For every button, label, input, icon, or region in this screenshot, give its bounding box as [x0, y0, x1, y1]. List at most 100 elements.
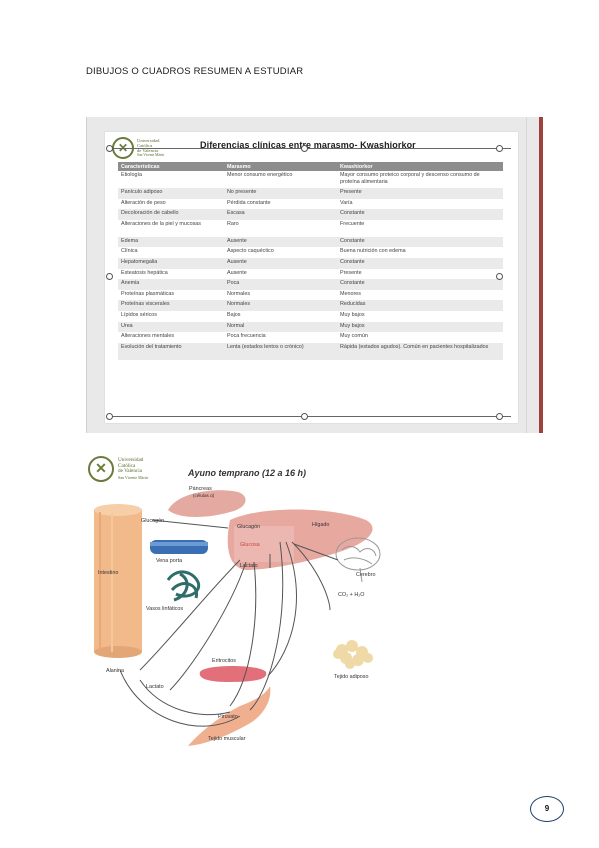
table-cell: Etiología [118, 171, 224, 188]
lymph-vessels-shape [166, 570, 201, 602]
slide-title: Diferencias clínicas entre marasmo- Kwas… [200, 140, 416, 150]
table-cell: Clínica [118, 247, 224, 258]
comparison-table: Características Marasmo Kwashiorkor Etio… [118, 162, 503, 360]
divider [526, 117, 527, 433]
logo-seal-icon: ✕ [88, 456, 114, 482]
label-glucagon-left: Glucagón [141, 518, 165, 524]
table-cell: Constante [337, 236, 503, 248]
table-cell: Proteínas viscerales [118, 300, 224, 311]
resize-handle[interactable] [496, 413, 503, 420]
label-glucose: Glucosa [240, 542, 260, 548]
logo-line: Universidad [118, 457, 144, 463]
fasting-diagram: ✕ Universidad Católica de Valencia San V… [80, 450, 400, 755]
label-adipose: Tejido adiposo [334, 674, 369, 680]
logo-line: San Vicente Mártir [118, 474, 149, 480]
table-cell: Alteraciones de la piel y mucosas [118, 219, 224, 237]
table-cell: Ausente [224, 268, 337, 280]
resize-handle[interactable] [106, 273, 113, 280]
table-cell: Constante [337, 209, 503, 220]
table-cell: Poca frecuencia [224, 332, 337, 343]
selection-frame-top [109, 148, 511, 149]
logo-line: de Valencia [118, 468, 142, 475]
table-cell: Pérdida constante [224, 198, 337, 210]
table-cell: Constante [337, 257, 503, 269]
table-cell: Frecuente [337, 219, 503, 237]
table-cell: Anemia [118, 279, 224, 290]
table-cell: Alteraciones mentales [118, 332, 224, 343]
label-alanine: Alanina [106, 668, 124, 674]
table-cell: Escasa [224, 209, 337, 220]
table-cell: Muy común [337, 332, 503, 343]
page-heading: DIBUJOS O CUADROS RESUMEN A ESTUDIAR [86, 66, 304, 77]
column-header: Características [118, 162, 224, 171]
table-cell: Ausente [224, 257, 337, 269]
table-cell: Evolución del tratamiento [118, 342, 224, 360]
table-cell: Mayor consumo proteico corporal y descen… [337, 171, 503, 188]
label-erythrocytes: Eritrocitos [212, 658, 236, 664]
label-lactate-bottom: Lactato [146, 684, 164, 690]
table-cell: Menores [337, 289, 503, 301]
table-cell: Urea [118, 321, 224, 333]
logo-line: de Valencia [137, 148, 159, 153]
muscle-shape [188, 686, 271, 746]
resize-handle[interactable] [301, 145, 308, 152]
table-cell: Varía [337, 198, 503, 210]
university-logo: ✕ Universidad Católica de Valencia San V… [88, 456, 168, 490]
resize-handle[interactable] [496, 273, 503, 280]
erythrocyte-shape [199, 666, 267, 682]
table-cell: Presente [337, 188, 503, 199]
table-cell: Aspecto caquéctico [224, 247, 337, 258]
table-cell: Normales [224, 289, 337, 301]
label-intestine: Intestino [98, 570, 119, 576]
table-cell: Decoloración de cabello [118, 209, 224, 220]
table-cell: No presente [224, 188, 337, 199]
table-screenshot: ✕ Universidad Católica de Valencia San V… [86, 117, 543, 433]
adipose-shape [333, 640, 373, 669]
table-cell: Muy bajos [337, 310, 503, 322]
table-cell: Constante [337, 279, 503, 290]
label-pyruvate: Piruvato [218, 714, 238, 720]
portal-vein-shape [150, 540, 208, 554]
label-brain-out: CO₂ + H₂O [338, 592, 365, 598]
table-cell: Edema [118, 236, 224, 248]
table-cell: Raro [224, 219, 337, 237]
table-slide: ✕ Universidad Católica de Valencia San V… [105, 132, 518, 423]
resize-handle[interactable] [106, 413, 113, 420]
logo-line: Universidad [137, 138, 160, 143]
table-cell: Poca [224, 279, 337, 290]
table-cell: Lípidos séricos [118, 310, 224, 322]
table-cell: Panículo adiposo [118, 188, 224, 199]
table-header-row: Características Marasmo Kwashiorkor [118, 162, 503, 171]
label-lactate-liver: Lactato [240, 563, 258, 569]
label-pancreas-sub: (células α) [193, 493, 215, 498]
resize-handle[interactable] [301, 413, 308, 420]
pathway-arrows [119, 519, 339, 727]
table-cell: Muy bajos [337, 321, 503, 333]
table-cell: Bajos [224, 310, 337, 322]
column-header: Marasmo [224, 162, 337, 171]
table-cell: Ausente [224, 236, 337, 248]
resize-handle[interactable] [106, 145, 113, 152]
diagram-title: Ayuno temprano (12 a 16 h) [188, 468, 307, 478]
resize-handle[interactable] [496, 145, 503, 152]
pancreas-shape [168, 490, 246, 517]
table-cell: Presente [337, 268, 503, 280]
logo-text: Universidad Católica de Valencia San Vic… [137, 138, 189, 158]
selection-frame-bottom [109, 416, 511, 417]
brain-shape [335, 537, 381, 583]
label-brain: Cerebro [356, 572, 376, 578]
window-edge [539, 117, 543, 433]
